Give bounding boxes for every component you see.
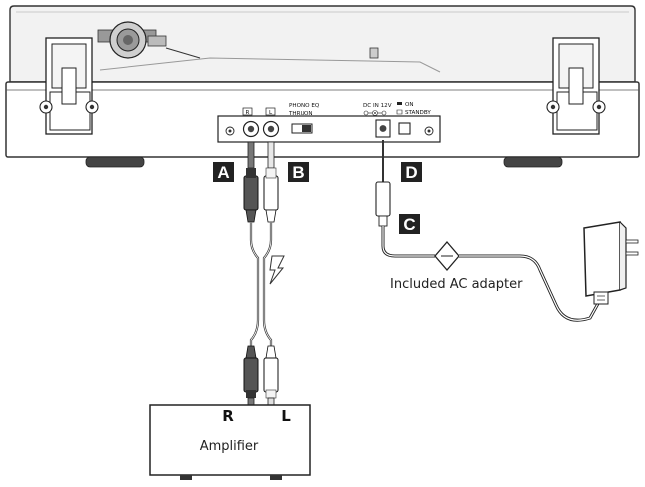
l-jack-label: L <box>269 110 273 116</box>
phono-on-label: ON <box>304 111 313 117</box>
badge-a: A <box>213 162 234 182</box>
down-arrow-icon <box>269 255 285 285</box>
svg-text:B: B <box>292 163 304 182</box>
rca-cable <box>243 141 279 419</box>
standby-icon <box>396 109 403 115</box>
turntable: R L PHONO EQ THRU ON DC IN 12V <box>5 5 640 168</box>
amplifier-body <box>149 404 311 476</box>
badge-c: C <box>399 214 420 234</box>
adapter-body <box>583 221 639 305</box>
badge-b: B <box>288 162 309 182</box>
polarity-icon <box>363 110 387 116</box>
lower-plug-l <box>263 357 279 393</box>
r-jack-label: R <box>246 110 250 116</box>
dust-cover <box>9 5 636 83</box>
amplifier-title: Amplifier <box>200 439 259 454</box>
phono-eq-label: PHONO EQ <box>289 103 320 109</box>
badge-d: D <box>401 162 422 182</box>
svg-text:D: D <box>405 163 417 182</box>
tonearm <box>97 21 441 73</box>
amplifier: R L Amplifier <box>149 404 311 480</box>
standby-label: STANDBY <box>405 110 431 116</box>
adapter-caption: Included AC adapter <box>390 277 523 292</box>
amp-l-label: L <box>281 407 291 425</box>
power-on-icon <box>397 102 402 105</box>
right-foot <box>503 156 563 168</box>
ac-adapter <box>375 140 639 322</box>
svg-text:C: C <box>403 215 415 234</box>
phono-thru-label: THRU <box>288 111 305 117</box>
left-hinge <box>39 37 99 135</box>
left-foot <box>85 156 145 168</box>
cord-clip <box>434 241 460 271</box>
dc-in-label: DC IN 12V <box>363 103 392 109</box>
amp-r-label: R <box>222 407 234 425</box>
upper-plug-r <box>243 175 259 211</box>
rear-panel: R L PHONO EQ THRU ON DC IN 12V <box>217 102 441 143</box>
dc-plug <box>375 181 391 217</box>
svg-text:A: A <box>217 163 229 182</box>
right-hinge <box>546 37 606 135</box>
power-button[interactable] <box>398 122 411 135</box>
lower-plug-r <box>243 357 259 393</box>
power-on-label: ON <box>405 102 414 108</box>
upper-plug-l <box>263 175 279 211</box>
